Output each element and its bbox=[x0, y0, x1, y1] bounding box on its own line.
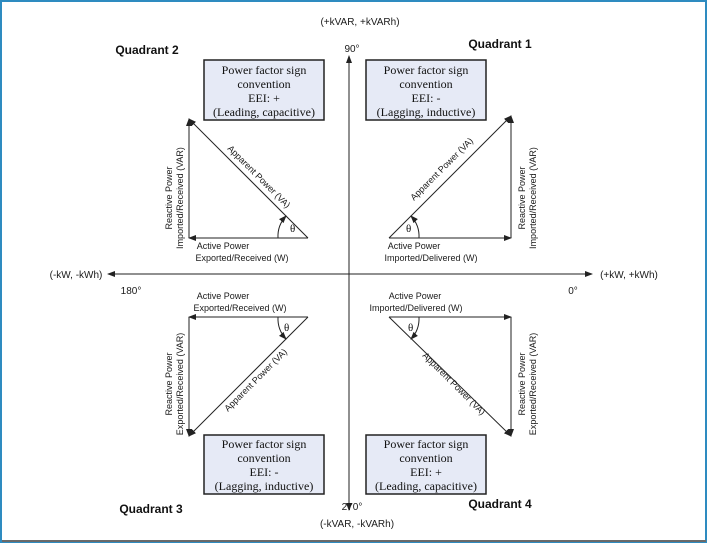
q3-box-line-2: convention bbox=[237, 451, 290, 465]
q3-angle-arc bbox=[277, 316, 287, 340]
q1-active-label-1: Active Power bbox=[388, 241, 441, 251]
q3-active-label-1: Active Power bbox=[197, 291, 250, 301]
q1-apparent-vector bbox=[388, 115, 512, 239]
q2-box-line-1: Power factor sign bbox=[222, 63, 307, 77]
quadrant-3: Power factor sign convention EEI: - (Lag… bbox=[164, 291, 325, 495]
q2-active-label-2: Exported/Received (W) bbox=[195, 253, 288, 263]
q4-reactive-label-1: Reactive Power bbox=[517, 352, 527, 415]
q4-box-line-1: Power factor sign bbox=[384, 437, 469, 451]
q2-box-line-3: EEI: + bbox=[248, 91, 280, 105]
q3-apparent-label: Apparent Power (VA) bbox=[222, 347, 289, 414]
q3-reactive-label-1: Reactive Power bbox=[164, 352, 174, 415]
q2-apparent-vector bbox=[188, 118, 309, 239]
axis-left-label: (-kW, -kWh) bbox=[50, 270, 103, 281]
axis-top-label: (+kVAR, +kVARh) bbox=[320, 17, 399, 28]
q4-box-line-4: (Leading, capacitive) bbox=[375, 479, 477, 493]
q1-theta: θ bbox=[406, 223, 411, 235]
q3-box-line-4: (Lagging, inductive) bbox=[215, 479, 314, 493]
q1-power-factor-box bbox=[365, 59, 487, 121]
q2-theta: θ bbox=[290, 223, 295, 235]
q3-reactive-label-2: Exported/Received (VAR) bbox=[175, 333, 185, 435]
q1-box-line-4: (Lagging, inductive) bbox=[377, 105, 476, 119]
q2-box-line-4: (Leading, capacitive) bbox=[213, 105, 315, 119]
quadrant-3-title: Quadrant 3 bbox=[119, 502, 183, 516]
q4-box-line-3: EEI: + bbox=[410, 465, 442, 479]
q3-box-line-1: Power factor sign bbox=[222, 437, 307, 451]
axis-top-degree: 90° bbox=[344, 44, 359, 55]
q2-power-factor-box bbox=[203, 59, 325, 121]
q4-angle-arc bbox=[410, 316, 420, 340]
axis-bottom-degree: 270° bbox=[342, 502, 363, 513]
q2-apparent-label: Apparent Power (VA) bbox=[226, 143, 293, 210]
q2-box-line-2: convention bbox=[237, 77, 290, 91]
q1-reactive-label-1: Reactive Power bbox=[517, 166, 527, 229]
axis-right-degree: 0° bbox=[568, 286, 578, 297]
q4-apparent-vector bbox=[388, 316, 512, 437]
q3-active-label-2: Exported/Received (W) bbox=[193, 303, 286, 313]
q4-reactive-label-2: Exported/Received (VAR) bbox=[528, 333, 538, 435]
q3-box-line-3: EEI: - bbox=[250, 465, 279, 479]
q4-active-label-1: Active Power bbox=[389, 291, 442, 301]
quadrant-1: Power factor sign convention EEI: - (Lag… bbox=[365, 59, 538, 263]
axis-bottom-label: (-kVAR, -kVARh) bbox=[320, 519, 394, 530]
quadrant-2: Power factor sign convention EEI: + (Lea… bbox=[164, 59, 325, 263]
quadrant-2-title: Quadrant 2 bbox=[115, 43, 179, 57]
q1-angle-arc bbox=[410, 215, 420, 239]
q4-theta: θ bbox=[408, 322, 413, 334]
axis-right-label: (+kW, +kWh) bbox=[600, 270, 658, 281]
q1-box-line-3: EEI: - bbox=[412, 91, 441, 105]
axis-left-degree: 180° bbox=[121, 286, 142, 297]
q1-active-label-2: Imported/Delivered (W) bbox=[384, 253, 477, 263]
q1-apparent-label: Apparent Power (VA) bbox=[408, 136, 475, 203]
q2-reactive-label-1: Reactive Power bbox=[164, 166, 174, 229]
quadrant-4-title: Quadrant 4 bbox=[468, 497, 532, 511]
quadrant-1-title: Quadrant 1 bbox=[468, 37, 532, 51]
q4-box-line-2: convention bbox=[399, 451, 452, 465]
q1-reactive-label-2: Imported/Received (VAR) bbox=[528, 147, 538, 249]
q2-angle-arc bbox=[277, 215, 287, 239]
q3-theta: θ bbox=[284, 322, 289, 334]
q2-active-label-1: Active Power bbox=[197, 241, 250, 251]
q3-apparent-vector bbox=[188, 316, 309, 437]
q3-power-factor-box bbox=[203, 434, 325, 495]
quadrant-4: Power factor sign convention EEI: + (Lea… bbox=[365, 291, 538, 495]
q4-apparent-label: Apparent Power (VA) bbox=[421, 350, 488, 417]
q2-reactive-label-2: Imported/Received (VAR) bbox=[175, 147, 185, 249]
q4-power-factor-box bbox=[365, 434, 487, 495]
q1-box-line-2: convention bbox=[399, 77, 452, 91]
q4-active-label-2: Imported/Delivered (W) bbox=[369, 303, 462, 313]
q1-box-line-1: Power factor sign bbox=[384, 63, 469, 77]
